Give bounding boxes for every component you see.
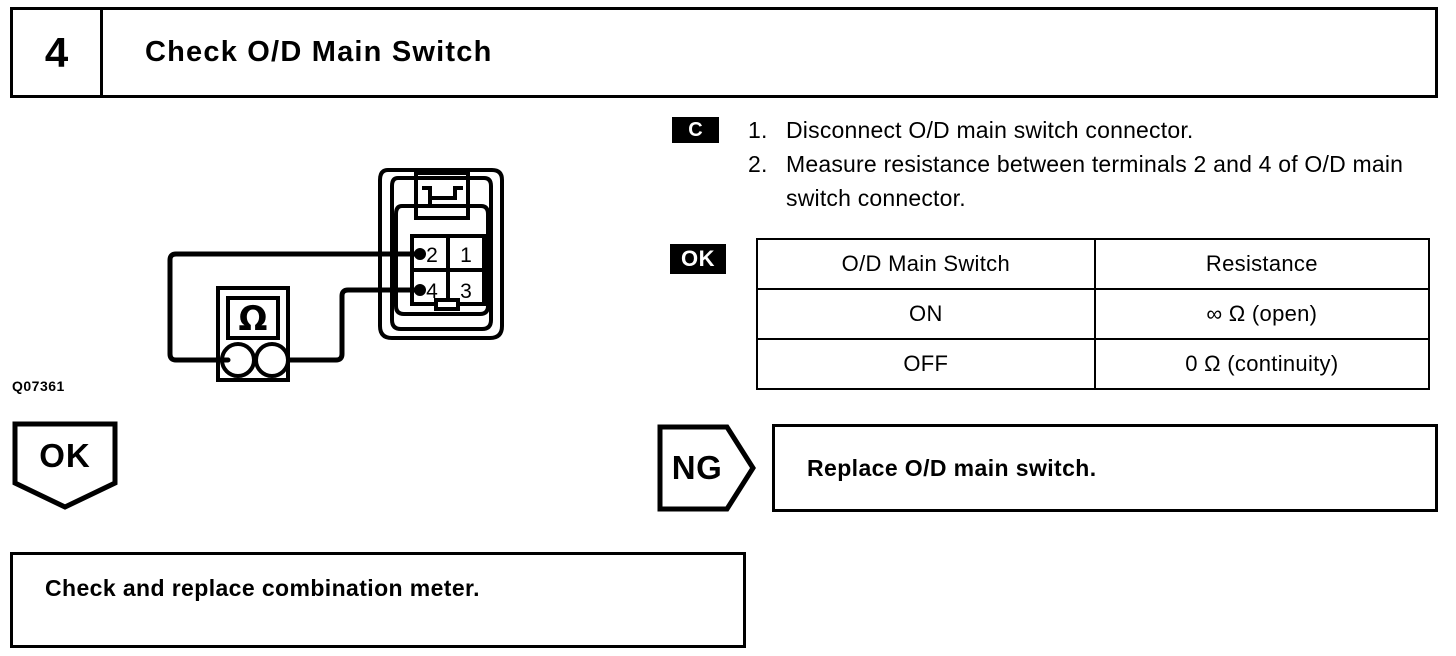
ng-arrow-label: NG (671, 449, 723, 486)
table-header-row: O/D Main Switch Resistance (756, 238, 1431, 290)
ok-flow-arrow: OK (12, 421, 118, 510)
badge-c: C (672, 117, 719, 143)
probe-dot-terminal-2 (414, 248, 426, 260)
table-row: ON ∞ Ω (open) (756, 288, 1431, 340)
table-cell-resistance: 0 Ω (continuity) (1093, 338, 1431, 390)
terminal-label-4: 4 (426, 280, 438, 303)
ok-action-box: Check and replace combination meter. (10, 552, 746, 648)
table-header-switch: O/D Main Switch (756, 238, 1096, 290)
table-row: OFF 0 Ω (continuity) (756, 338, 1431, 390)
table-cell-switch-state: ON (756, 288, 1096, 340)
ok-arrow-label: OK (39, 437, 91, 474)
ohm-symbol: Ω (239, 299, 268, 339)
ng-action-text: Replace O/D main switch. (807, 454, 1097, 481)
wiring-figure: Ω 2 (150, 148, 550, 388)
instruction-number: 1. (748, 117, 768, 143)
table-cell-switch-state: OFF (756, 338, 1096, 390)
terminal-label-1: 1 (460, 244, 472, 267)
instruction-item: 2. Measure resistance between terminals … (748, 147, 1448, 215)
figure-reference: Q07361 (12, 378, 65, 394)
result-table: O/D Main Switch Resistance ON ∞ Ω (open)… (756, 238, 1431, 390)
instruction-text: Measure resistance between terminals 2 a… (786, 151, 1404, 211)
ng-arrow-shape (657, 424, 756, 512)
table-header-resistance: Resistance (1093, 238, 1431, 290)
ohmmeter-connector-diagram: Ω 2 (167, 168, 504, 382)
step-title: Check O/D Main Switch (145, 36, 493, 68)
instruction-number: 2. (748, 151, 768, 177)
step-header: 4 Check O/D Main Switch (10, 7, 1438, 98)
ok-action-text: Check and replace combination meter. (45, 575, 480, 601)
terminal-label-2: 2 (426, 244, 438, 267)
table-cell-resistance: ∞ Ω (open) (1093, 288, 1431, 340)
ng-flow-arrow: NG (657, 424, 757, 512)
instruction-item: 1. Disconnect O/D main switch connector. (748, 113, 1448, 147)
terminal-label-3: 3 (460, 280, 472, 303)
step-number-cell: 4 (13, 10, 103, 95)
badge-ok: OK (670, 244, 726, 274)
instruction-list: 1. Disconnect O/D main switch connector.… (748, 113, 1448, 215)
ng-action-box: Replace O/D main switch. (772, 424, 1438, 512)
ok-arrow-shape (12, 421, 118, 510)
step-number: 4 (44, 28, 69, 76)
instruction-text: Disconnect O/D main switch connector. (786, 117, 1194, 143)
probe-dot-terminal-4 (414, 284, 426, 296)
